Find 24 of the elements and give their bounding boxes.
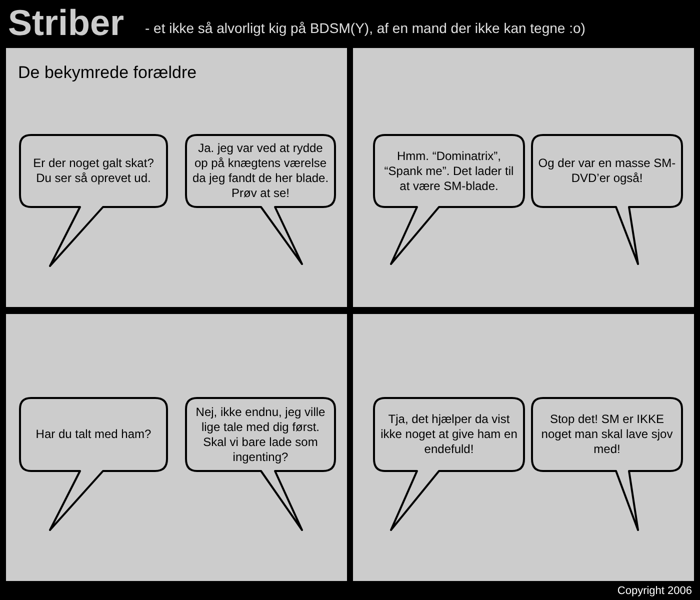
speech-bubble <box>19 397 168 531</box>
speech-bubble <box>185 134 336 265</box>
speech-bubble <box>373 134 525 265</box>
speech-text: Og der var en masse SM-DVD’er også! <box>537 156 677 186</box>
speech-text: Hmm. “Dominatrix”, “Spank me”. Det lader til at være SM-blade. <box>383 148 515 194</box>
comic-panel <box>6 48 347 307</box>
speech-text: Ja. jeg var ved at rydde op på knægtens værelse da jeg fandt de her blade. Prøv at se! <box>191 141 330 201</box>
speech-bubble <box>19 134 168 267</box>
comic-title: Striber <box>8 2 124 44</box>
speech-text: Nej, ikke endnu, jeg ville lige tale med dig først. Skal vi bare lade som ingenting? <box>194 404 326 464</box>
speech-bubble <box>531 397 683 531</box>
comic-panel <box>6 314 347 581</box>
speech-bubble <box>531 134 683 265</box>
comic-panel <box>353 314 694 581</box>
speech-bubble <box>373 397 525 531</box>
copyright-note: Copyright 2006 <box>617 584 692 599</box>
subtitle: - et ikke så alvorligt kig på BDSM(Y), af en mand der ikke kan tegne :o) <box>145 19 586 38</box>
comic-panel <box>353 48 694 307</box>
panel-heading: De bekymrede forældre <box>18 62 197 84</box>
speech-text: Tja, det hjælper da vist ikke noget at give ham en endefuld! <box>380 412 518 457</box>
speech-text: Er der noget galt skat? Du ser så oprevet ud. <box>32 156 155 186</box>
speech-bubble <box>185 397 336 531</box>
speech-text: Stop det! SM er IKKE noget man skal lave sjov med! <box>540 412 674 457</box>
speech-text: Har du talt med ham? <box>36 427 152 442</box>
